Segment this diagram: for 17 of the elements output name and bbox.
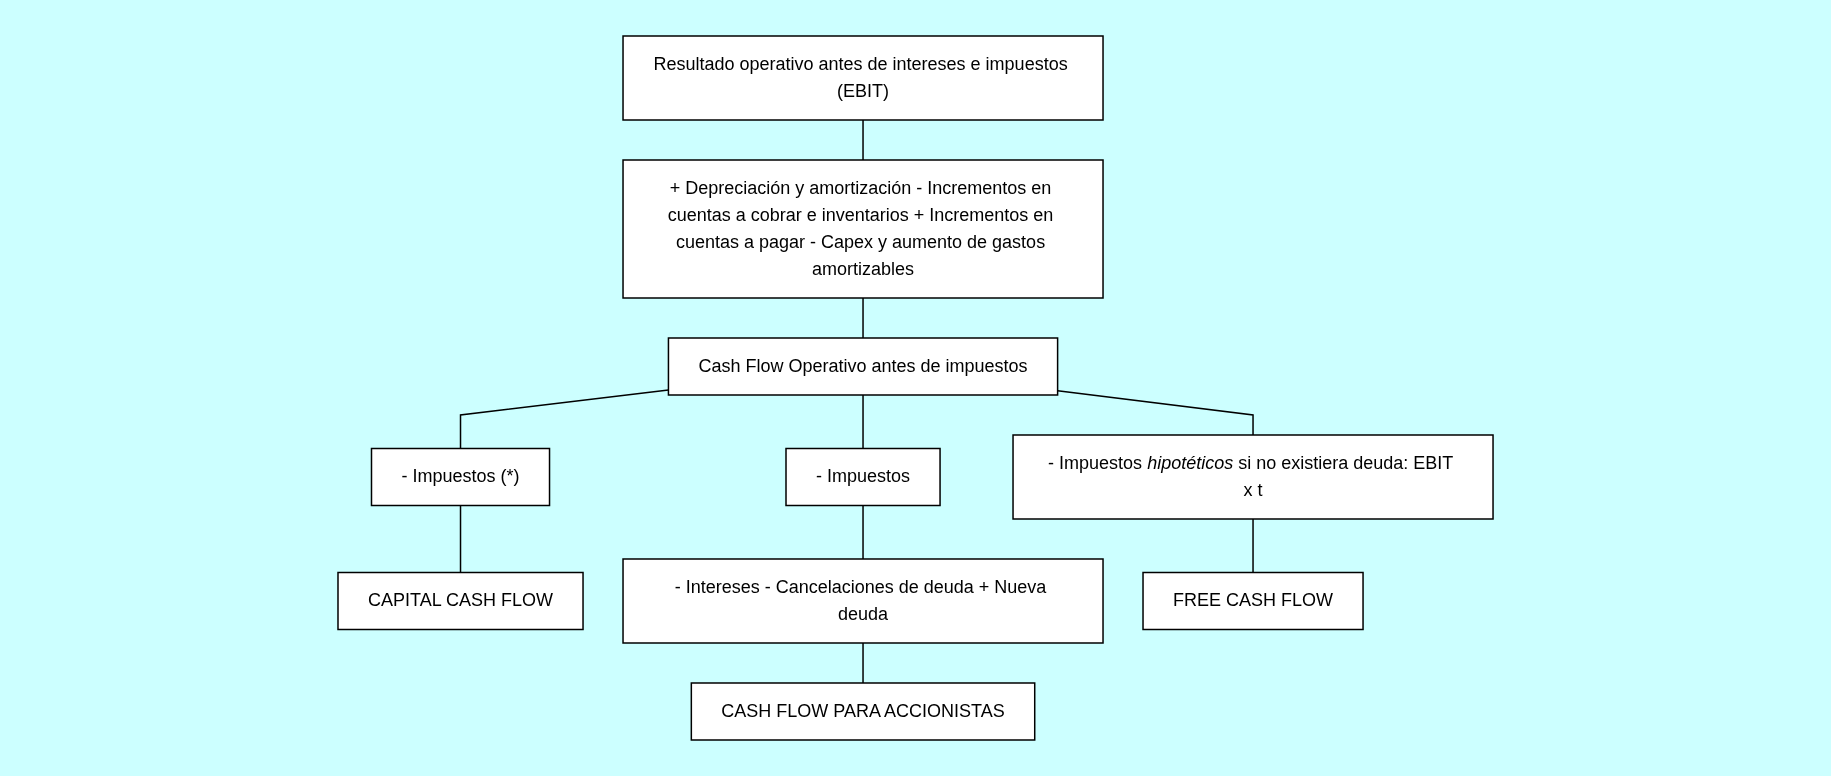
connector <box>862 297 864 339</box>
node-box: - Impuestos <box>785 447 941 507</box>
node-box: CASH FLOW PARA ACCIONISTAS <box>690 682 1036 741</box>
node-box: - Impuestos (*) <box>370 447 551 507</box>
connector <box>1252 518 1254 574</box>
connector <box>862 119 864 161</box>
node-box: CAPITAL CASH FLOW <box>337 571 584 631</box>
node-box: Resultado operativo antes de intereses e impuestos (EBIT) <box>622 35 1104 121</box>
connector <box>862 642 864 684</box>
connector <box>862 504 864 560</box>
connector <box>459 504 462 574</box>
node-box: FREE CASH FLOW <box>1142 571 1364 631</box>
node-box: + Depreciación y amortización - Incrementos en cuentas a cobrar e inventarios + Incrementos en cuentas a pagar - Capex y aumento de gastos amortizables <box>622 159 1104 299</box>
node-box: Cash Flow Operativo antes de impuestos <box>667 337 1059 396</box>
node-box: - Intereses - Cancelaciones de deuda + Nueva deuda <box>622 558 1104 644</box>
connector <box>862 394 864 450</box>
node-box: - Impuestos hipotéticos si no existiera deuda: EBIT x t <box>1012 434 1494 520</box>
